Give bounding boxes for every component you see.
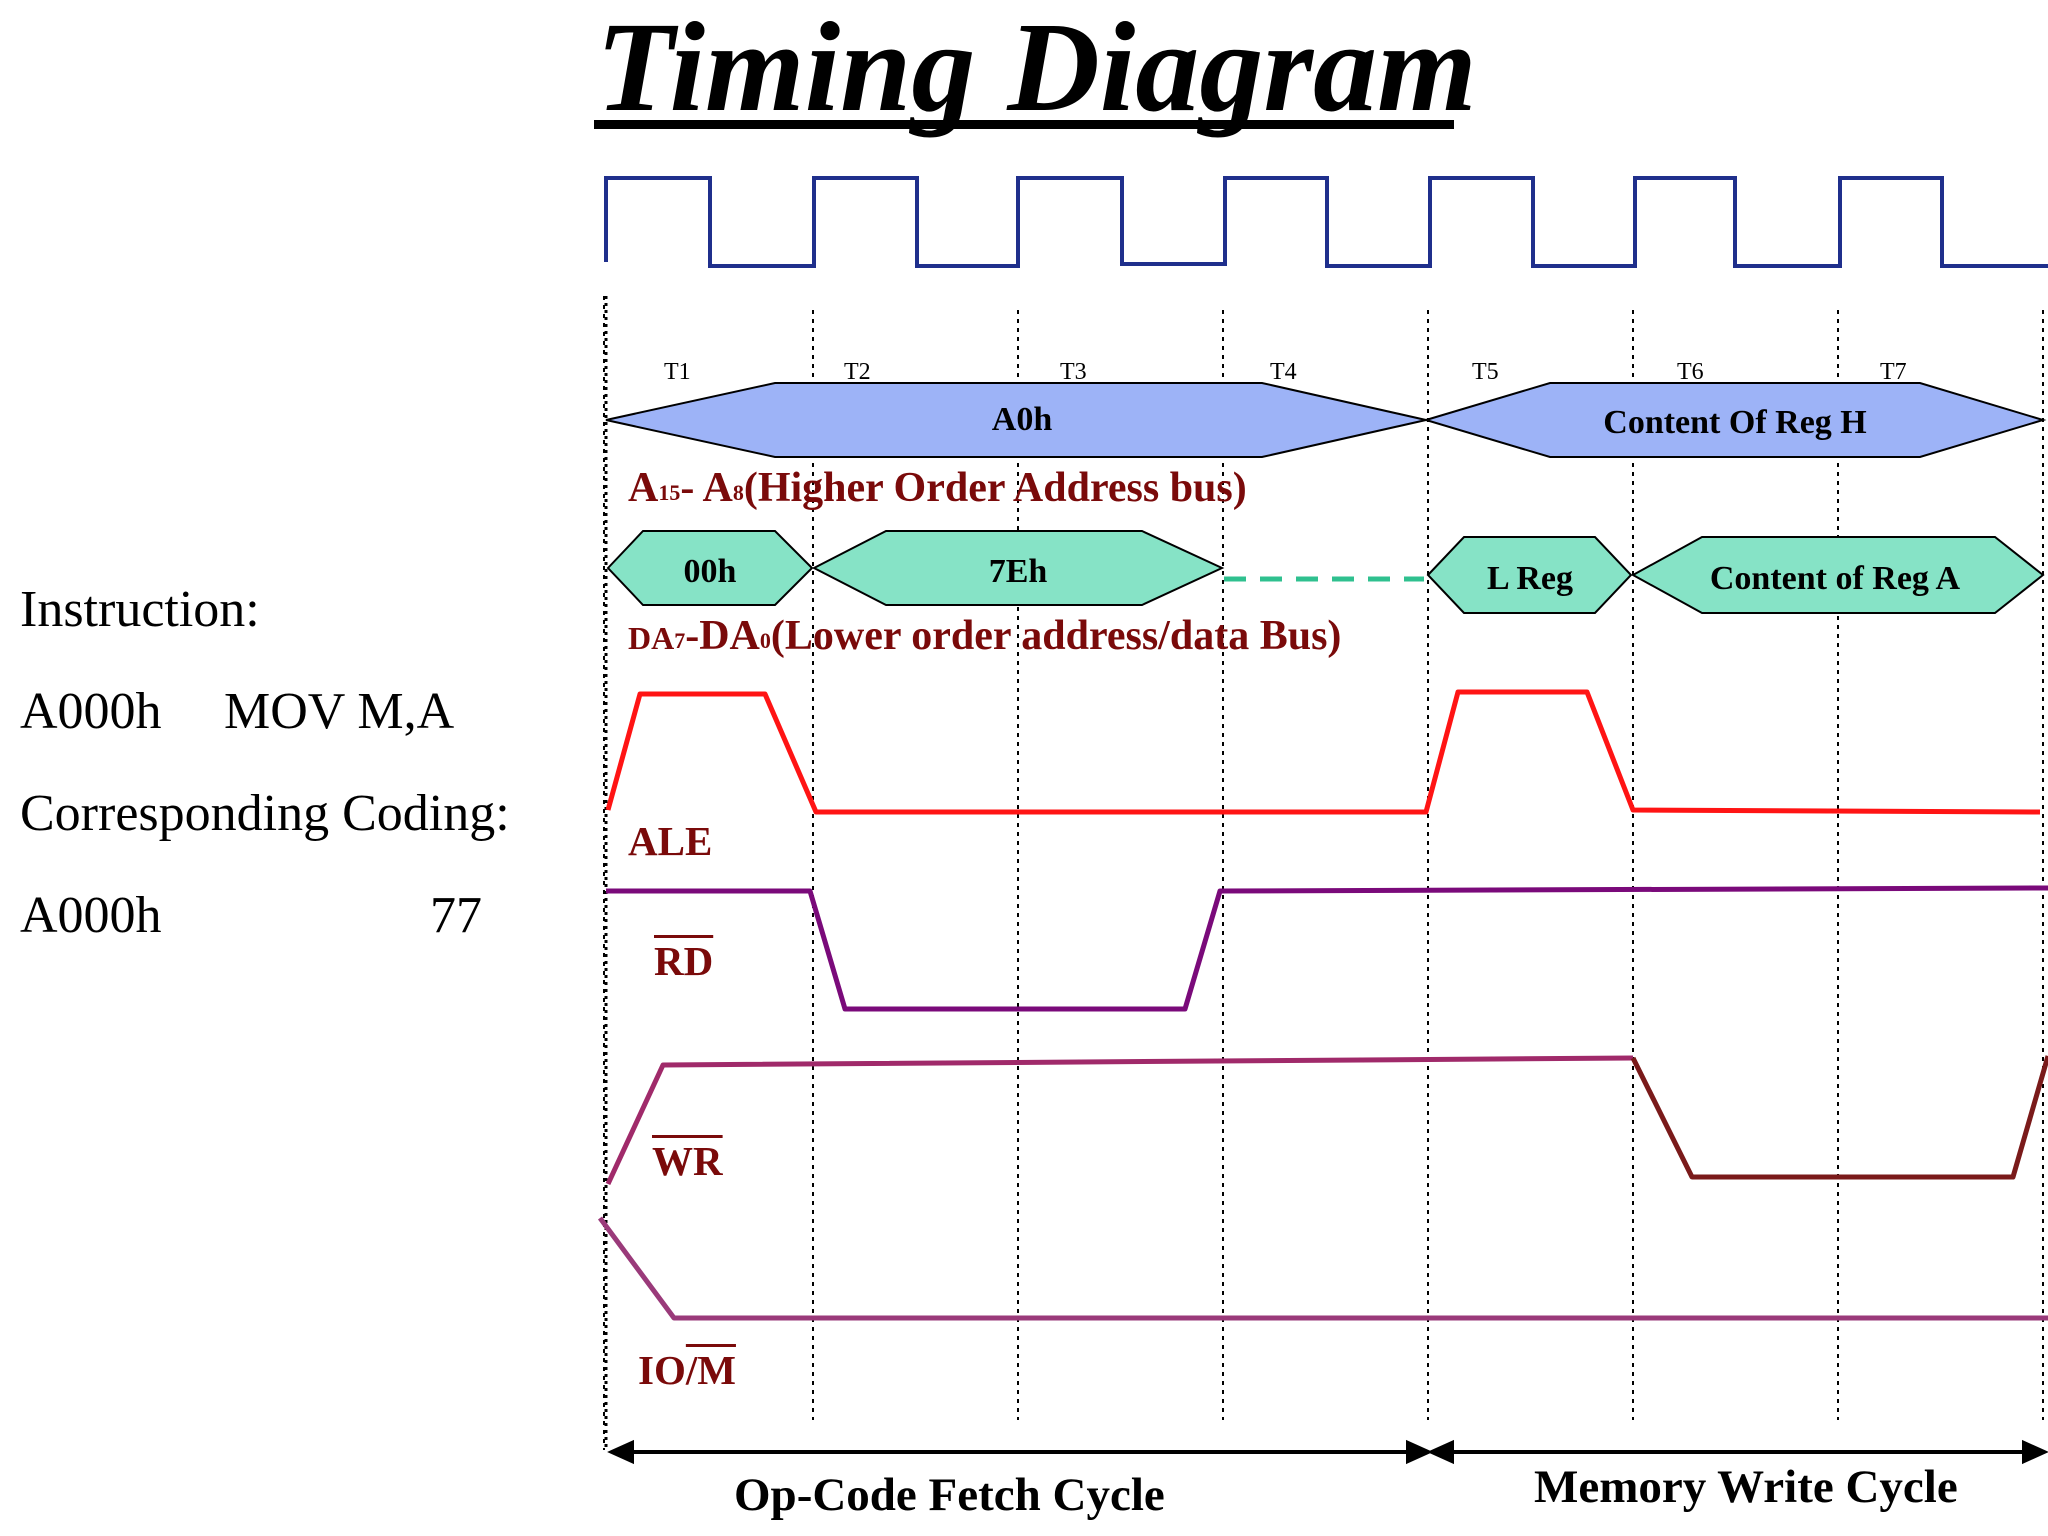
instruction-mnemonic: MOV M,A [224,683,455,740]
wr-label: WR [652,1138,723,1184]
instruction-address: A000h [20,683,162,740]
high-address-value: Content Of Reg H [1603,404,1866,441]
t-state-boundaries [603,296,2044,1450]
wr-waveform [605,1055,1634,1186]
instruction-heading: Instruction: [20,581,260,638]
rd-label: RD [654,938,714,984]
coding-address: A000h [20,887,162,944]
ale-label: ALE [628,818,713,864]
wr-low-waveform [1630,1055,2048,1180]
high-address-value: A0h [992,401,1053,438]
t-state-label: T4 [1270,359,1297,385]
page-title: Timing Diagram [596,0,1477,138]
low-bus-segment [1630,536,2045,614]
t-state-label: T7 [1880,359,1907,385]
memory-write-label: Memory Write Cycle [1534,1461,1958,1513]
low-bus-value: L Reg [1487,560,1573,597]
memory-write-arrow [1427,1439,2048,1465]
t-state-label: T6 [1677,359,1704,385]
coding-value: 77 [430,887,482,944]
iom-waveform [597,1216,2048,1321]
rd-waveform [606,885,2048,1012]
high-address-bus-label: A15- A8(Higher Order Address bus) [628,465,1247,511]
t-state-label: T1 [664,359,691,385]
low-bus-label: DA7-DA0(Lower order address/data Bus) [628,613,1342,659]
t-state-labels: T1 T2 T3 T4 T5 T6 T7 [664,359,1907,385]
low-bus-value: Content of Reg A [1710,560,1961,597]
title-underline [594,120,1454,129]
opcode-fetch-arrow [607,1439,1433,1465]
opcode-fetch-label: Op-Code Fetch Cycle [734,1469,1165,1521]
low-bus-value: 00h [684,553,737,590]
low-bus-segment [811,530,1225,606]
t-state-label: T5 [1472,359,1499,385]
t-state-label: T3 [1060,359,1087,385]
t-state-label: T2 [844,359,871,385]
iom-label: IO/M [638,1347,736,1393]
coding-heading: Corresponding Coding: [20,785,510,842]
high-address-segment [1422,382,2047,458]
low-bus-value: 7Eh [989,553,1048,590]
ale-waveform [605,689,2041,815]
clock-waveform [604,176,2048,268]
